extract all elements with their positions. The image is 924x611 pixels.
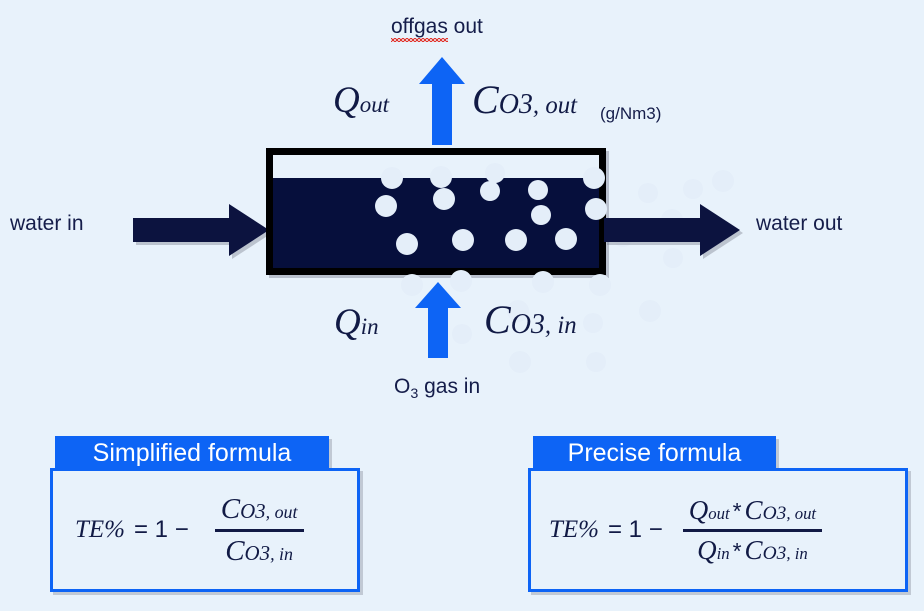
bubble [507,300,529,322]
den-base: C [225,534,245,567]
simplified-formula-box: TE% = 1 − CO3, out CO3, in [50,468,360,592]
bubble [639,300,661,322]
bubble [375,195,397,217]
num-sub: , out [265,501,298,522]
den-c-base: C [744,534,763,565]
c-in-capsubscript: O3 [510,309,545,340]
precise-formula-title: Precise formula [567,438,742,467]
simplified-formula-tab[interactable]: Simplified formula [55,436,329,470]
c-o3-in-label: CO3, in [484,300,577,340]
fraction-bar [214,528,304,532]
c-out-base: C [472,77,499,122]
bubble [381,167,403,189]
precise-te-operator: = 1 − [608,516,663,543]
offgas-out-label: offgas out [391,15,483,42]
reactor-vessel [266,148,734,373]
bubble [663,248,683,268]
fraction-bar [682,528,823,532]
q-out-subscript: out [359,92,390,117]
precise-te-symbol: TE% [549,516,599,543]
den-sub: , in [270,543,294,564]
bubble [480,181,500,201]
simplified-te-symbol: TE% [75,516,125,543]
den-c-capsub: O3 [762,542,787,564]
c-out-capsubscript: O3 [498,89,533,120]
offgas-arrow [419,57,465,145]
offgas-misspelled-word: offgas [391,15,448,42]
c-out-subscript: , out [532,92,578,119]
num-c-capsub: O3 [762,502,787,524]
bubble [712,170,734,192]
bubble [401,274,423,296]
gas-in-prefix: O [394,375,411,398]
bubble [583,167,605,189]
num-base: C [220,492,241,525]
bubble [396,233,418,255]
simplified-formula-title: Simplified formula [92,438,292,467]
q-in-subscript: in [360,314,379,339]
offgas-out-suffix: out [447,15,483,38]
bubble [583,313,603,333]
bubble [683,179,703,199]
precise-numerator: Qout*CO3, out [683,495,822,526]
q-in-base: Q [334,302,361,343]
gas-in-subscript: 3 [410,386,419,403]
den-c-sub: , in [786,543,808,563]
simplified-fraction: CO3, out CO3, in [214,493,304,568]
gas-in-arrow [415,282,461,358]
num-c-sub: , out [786,503,817,523]
simplified-numerator: CO3, out [215,493,304,526]
simplified-denominator: CO3, in [219,535,299,568]
bubble [509,351,531,373]
c-in-base: C [484,297,511,342]
arrow-up-icon [419,57,465,145]
gas-in-label: O3 gas in [394,376,480,401]
bubble [589,274,611,296]
bubble [528,180,548,200]
precise-formula-tab[interactable]: Precise formula [533,436,776,470]
water-in-label: water in [10,212,84,235]
den-capsub: O3 [244,540,271,565]
precise-formula-box: TE% = 1 − Qout*CO3, out Qin*CO3, in [528,468,908,592]
den-q-sub: in [716,543,730,563]
arrow-right-icon [604,204,740,256]
c-in-subscript: , in [544,312,577,339]
gas-in-suffix: gas in [418,375,481,398]
bubble [586,352,606,372]
bubble [450,270,472,292]
precise-denominator: Qin*CO3, in [691,535,814,566]
den-q-base: Q [697,534,717,565]
num-q-sub: out [708,503,730,523]
q-out-label: Qout [333,82,389,119]
water-body [273,163,734,373]
bubble [505,229,527,251]
q-out-base: Q [333,80,360,121]
units-note: (g/Nm3) [600,104,662,123]
water-in-arrow [133,204,269,261]
bubble [485,163,505,183]
bubble [585,198,607,220]
simplified-te-operator: = 1 − [134,516,189,543]
arrow-right-icon [133,204,269,256]
precise-fraction: Qout*CO3, out Qin*CO3, in [682,495,823,566]
bubble [452,229,474,251]
num-capsub: O3 [240,498,266,523]
arrow-up-icon [415,282,461,358]
bubble [532,271,554,293]
c-o3-out-label: CO3, out [472,80,577,120]
num-c-base: C [744,494,763,525]
q-in-label: Qin [334,304,379,341]
bubble [531,205,551,225]
num-operator: * [732,497,742,524]
bubble [555,228,577,250]
bubble [452,324,472,344]
bubble [433,188,455,210]
bubble [638,183,658,203]
num-q-base: Q [688,494,709,525]
den-operator: * [732,537,742,564]
bubble [430,166,452,188]
water-out-arrow [604,204,740,261]
water-out-label: water out [756,212,843,235]
